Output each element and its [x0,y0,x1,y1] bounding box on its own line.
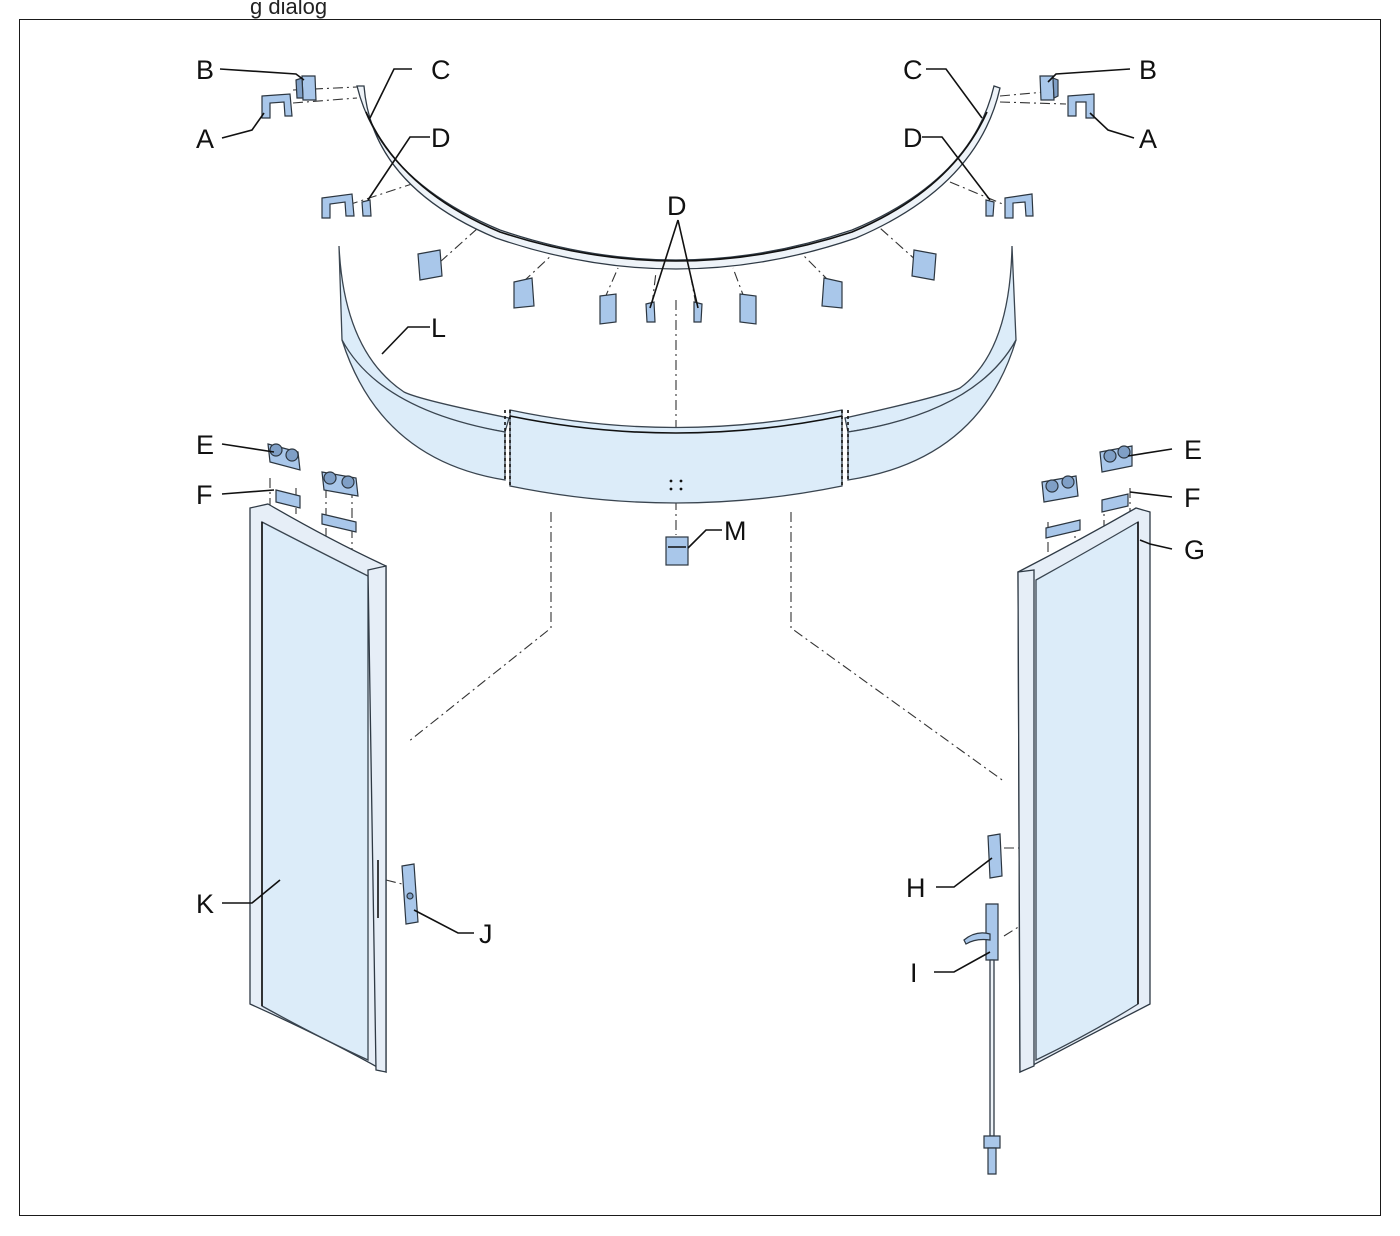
floor-guide-m [665,536,689,566]
label-m: M [724,516,747,546]
clip-d-parts [361,199,995,323]
label-e-right: E [1184,435,1202,465]
curved-top-track [356,85,1001,270]
diagram-frame [19,19,1381,1216]
label-c-right: C [903,55,923,85]
label-b-left: B [196,55,214,85]
top-caption: g dialog [250,0,328,19]
label-f-left: F [196,480,213,510]
part-labels: B A C D D C D B A L E F E F G M K J H I [196,55,1205,988]
label-c-left: C [431,55,451,85]
alignment-lines [269,86,1131,937]
label-d-center: D [667,191,687,221]
label-g: G [1184,535,1205,565]
bracket-a-right [1067,93,1095,119]
label-l: L [431,313,446,343]
label-j: J [479,919,493,949]
bolt-rod-i [963,903,1001,1175]
label-i: I [910,958,918,988]
right-sliding-door [1017,507,1151,1074]
bracket-b-left [295,75,317,101]
label-a-right: A [1139,124,1157,154]
label-d-left: D [431,123,451,153]
label-k: K [196,889,214,919]
guide-brackets [321,193,1034,325]
label-e-left: E [196,430,214,460]
left-sliding-door [249,503,387,1074]
rollers-left [267,443,359,533]
lock-j [401,863,419,925]
handle-h [987,833,1003,879]
bracket-a-left [261,93,293,119]
label-h: H [906,873,926,903]
rollers-right [1041,445,1133,539]
label-b-right: B [1139,55,1157,85]
bracket-b-right [1039,75,1059,101]
label-a-left: A [196,124,214,154]
fixed-curved-glass-panel [338,245,1017,504]
label-f-right: F [1184,483,1201,513]
leader-lines [219,68,1173,973]
label-d-right: D [903,123,923,153]
